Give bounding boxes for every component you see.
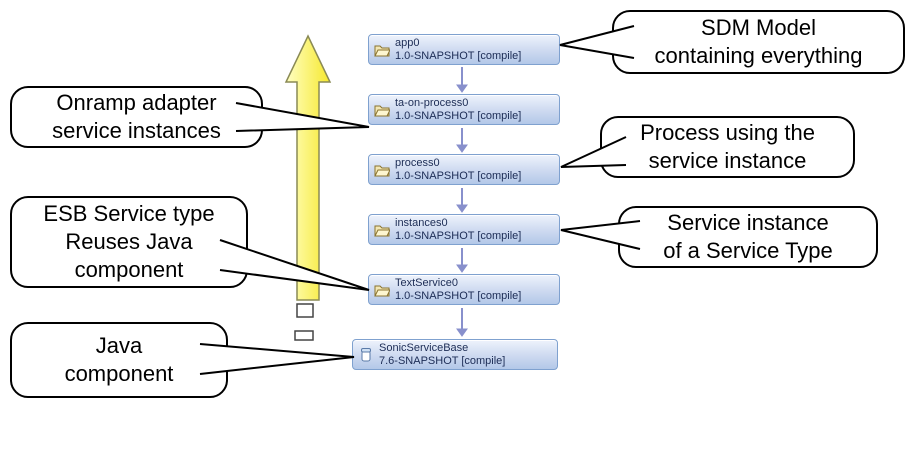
callout-text-line: of a Service Type xyxy=(663,238,833,263)
open-folder-icon xyxy=(374,162,390,178)
callout-text-line: containing everything xyxy=(654,43,863,68)
module-name: TextService0 xyxy=(395,276,458,289)
module-name: app0 xyxy=(395,36,420,49)
open-folder-icon xyxy=(374,282,390,298)
module-name: SonicServiceBase xyxy=(379,341,469,354)
arrow-trail-square xyxy=(294,330,314,341)
callout-text-line: component xyxy=(74,257,184,282)
callout-text-line: ESB Service type xyxy=(43,201,215,226)
module-node-textservice0[interactable]: TextService0 1.0-SNAPSHOT [compile] xyxy=(368,274,560,305)
callout-onramp-adapter: Onramp adapter service instances xyxy=(10,86,263,148)
callout-text-line: Process using the xyxy=(640,120,815,145)
open-folder-icon xyxy=(374,102,390,118)
up-arrow xyxy=(284,34,332,301)
module-version: 1.0-SNAPSHOT [compile] xyxy=(395,49,522,62)
callout-sdm-model: SDM Model containing everything xyxy=(612,10,905,74)
callout-text-line: Reuses Java xyxy=(65,229,193,254)
callout-java-component: Java component xyxy=(10,322,228,398)
module-node-process0[interactable]: process0 1.0-SNAPSHOT [compile] xyxy=(368,154,560,185)
module-node-instances0[interactable]: instances0 1.0-SNAPSHOT [compile] xyxy=(368,214,560,245)
module-version: 1.0-SNAPSHOT [compile] xyxy=(395,229,522,242)
module-name: ta-on-process0 xyxy=(395,96,469,109)
callout-text-line: SDM Model xyxy=(701,15,816,40)
callout-text-line: service instance xyxy=(648,148,807,173)
module-name: process0 xyxy=(395,156,440,169)
open-folder-icon xyxy=(374,222,390,238)
callout-text-line: Onramp adapter xyxy=(56,90,217,115)
callout-text-line: component xyxy=(64,361,174,386)
callout-text-line: Java xyxy=(95,333,143,358)
callout-process: Process using the service instance xyxy=(600,116,855,178)
open-folder-icon xyxy=(374,42,390,58)
arrow-trail-square xyxy=(296,303,314,318)
callout-text-line: service instances xyxy=(52,118,221,143)
module-version: 1.0-SNAPSHOT [compile] xyxy=(395,289,522,302)
module-node-sonicservicebase[interactable]: SonicServiceBase 7.6-SNAPSHOT [compile] xyxy=(352,339,558,370)
jar-icon xyxy=(358,347,374,363)
callout-esb-service-type: ESB Service type Reuses Java component xyxy=(10,196,248,288)
module-name: instances0 xyxy=(395,216,448,229)
module-node-ta-on-process0[interactable]: ta-on-process0 1.0-SNAPSHOT [compile] xyxy=(368,94,560,125)
module-version: 1.0-SNAPSHOT [compile] xyxy=(395,169,522,182)
module-node-app0[interactable]: app0 1.0-SNAPSHOT [compile] xyxy=(368,34,560,65)
module-version: 1.0-SNAPSHOT [compile] xyxy=(395,109,522,122)
callout-service-instance: Service instance of a Service Type xyxy=(618,206,878,268)
callout-text-line: Service instance xyxy=(667,210,829,235)
module-version: 7.6-SNAPSHOT [compile] xyxy=(379,354,506,367)
